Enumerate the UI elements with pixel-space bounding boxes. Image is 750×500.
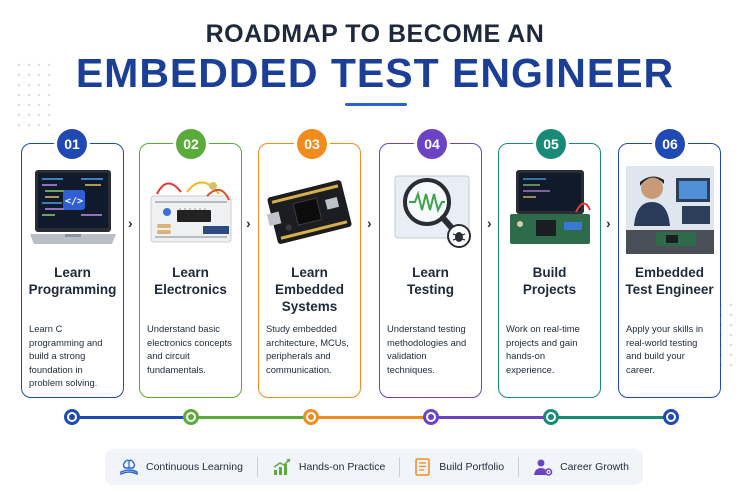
step-card-4: Learn Testing Understand testing methodo… [379,143,482,398]
timeline-dot-6 [663,409,679,425]
person-gear-icon [534,459,553,476]
chevron-right-icon: › [487,215,492,231]
step-badge-3: 03 [297,129,327,159]
step-title-6: Embedded Test Engineer [625,265,714,297]
laptop-code-icon: </> [30,170,116,244]
growth-chart-icon [273,458,291,475]
step-description-5: Work on real-time projects and gain hand… [506,323,580,375]
step-title-2: Learn Electronics [154,265,227,297]
timeline-segment [72,416,191,419]
microcontroller-board-icon [266,180,352,244]
timeline-dot-4 [423,409,439,425]
page-title-line-1: ROADMAP TO BECOME AN [205,20,545,48]
step-title-3: Learn Embedded Systems [274,265,344,314]
step-title-1: Learn Programming [28,265,117,297]
timeline-dot-2 [183,409,199,425]
timeline-segment [311,416,431,419]
step-description-3: Study embedded architecture, MCUs, perip… [266,323,349,375]
benefit-continuous-learning: Continuous Learning [105,458,257,476]
step-badge-4: 04 [417,129,447,159]
step-title-4: Learn Testing [407,265,454,297]
step-card-2: Learn Electronics Understand basic elect… [139,143,242,398]
laptop-circuit-board-icon [510,170,591,244]
breadboard-icon [150,181,232,243]
step-badge-2: 02 [176,129,206,159]
divider [518,457,520,477]
step-card-1: </> Learn Programming Learn C programmin… [21,143,124,398]
divider [256,457,258,477]
step-title-5: Build Projects [522,265,577,297]
step-description-1: Learn C programming and build a strong f… [29,323,103,388]
chevron-right-icon: › [246,215,251,231]
brain-book-icon [120,459,138,476]
timeline-dot-1 [64,409,80,425]
step-badge-1: 01 [57,129,87,159]
step-description-2: Understand basic electronics concepts an… [147,323,232,375]
decorative-dots [14,60,54,130]
step-description-4: Understand testing methodologies and val… [387,323,467,375]
chevron-right-icon: › [606,215,611,231]
benefit-hands-on-practice: Hands-on Practice [258,458,399,476]
title-underline [345,103,407,106]
step-badge-6: 06 [655,129,685,159]
step-badge-5: 05 [536,129,566,159]
step-description-6: Apply your skills in real-world testing … [626,323,704,375]
step-card-5: Build Projects Work on real-time project… [498,143,601,398]
timeline-dot-5 [543,409,559,425]
timeline-segment [191,416,311,419]
benefit-build-portfolio: Build Portfolio [400,457,518,477]
divider [399,457,401,477]
chevron-right-icon: › [367,215,372,231]
timeline-dot-3 [303,409,319,425]
benefits-bar: Continuous Learning Hands-on Practice Bu… [105,449,643,485]
timeline-segment [431,416,551,419]
step-card-6: Embedded Test Engineer Apply your skills… [618,143,721,398]
engineer-workbench-icon [626,166,714,254]
magnifier-bug-icon [394,175,471,248]
svg-text:</>: </> [65,196,83,207]
chevron-right-icon: › [128,215,133,231]
document-icon [415,458,431,476]
benefit-career-growth: Career Growth [519,457,643,477]
timeline-segment [551,416,671,419]
page-title-line-2: EMBEDDED TEST ENGINEER [75,50,675,96]
step-card-3: Learn Embedded Systems Study embedded ar… [258,143,361,398]
